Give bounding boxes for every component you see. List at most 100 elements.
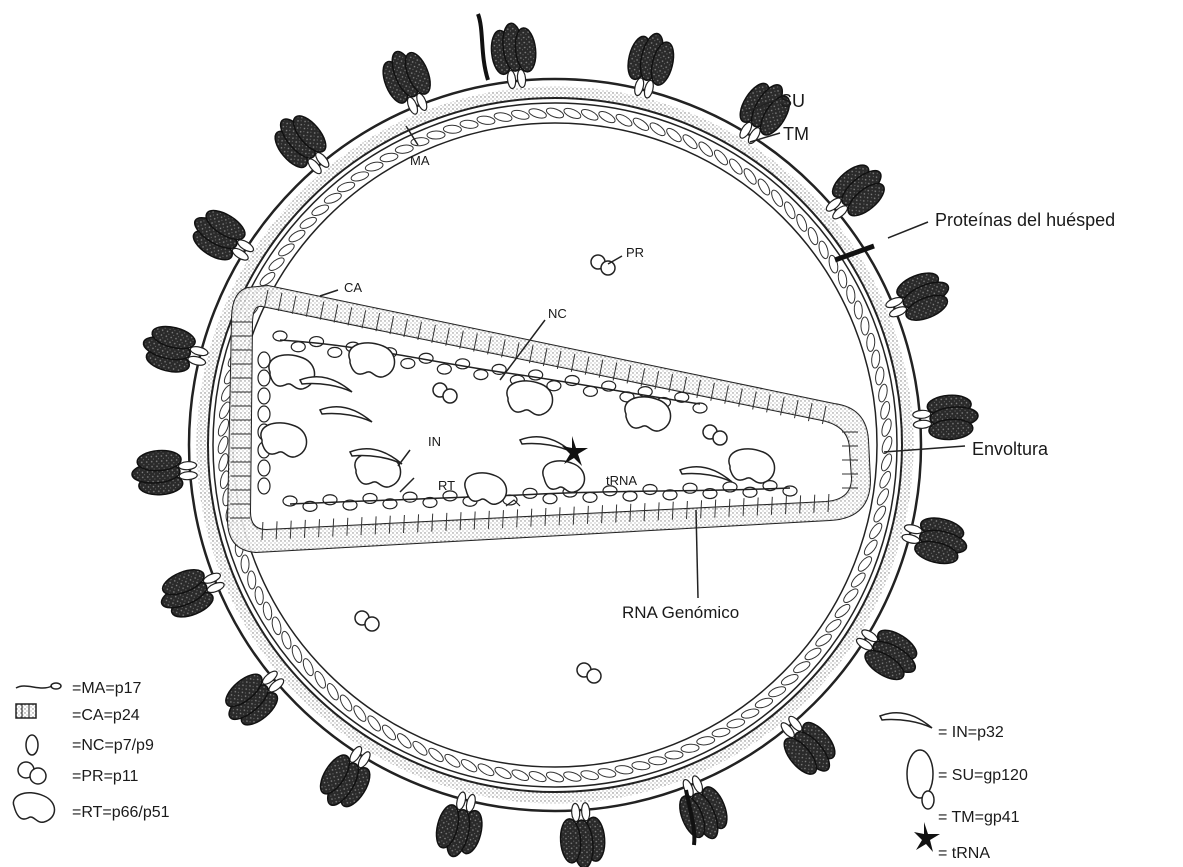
matrix-protein [681,744,700,753]
matrix-protein [350,170,370,183]
envelope-spike [621,28,679,102]
matrix-protein [767,685,787,699]
matrix-protein [216,418,230,438]
legend-text-ca: =CA=p24 [72,707,140,724]
matrix-protein [879,453,893,473]
matrix-protein [756,177,772,197]
reverse-transcriptase-icon [13,793,54,823]
label-trna: tRNA [606,473,637,488]
matrix-protein [545,770,565,784]
legend-text-ma: =MA=p17 [72,680,141,697]
label-genomic-rna: RNA Genómico [622,603,739,622]
matrix-protein [267,256,286,273]
matrix-protein [867,521,884,540]
matrix-protein [298,215,318,231]
matrix-protein [443,125,461,134]
matrix-protein [875,487,891,507]
matrix-protein [271,616,283,635]
capsid-protein-icon [16,704,36,718]
matrix-protein [615,765,634,775]
matrix-protein [878,470,893,490]
matrix-protein [871,350,881,369]
matrix-protein [806,226,819,246]
matrix-protein-icon [16,683,61,689]
matrix-protein [814,632,833,649]
matrix-protein [880,418,893,438]
label-ma: MA [410,153,430,168]
matrix-protein [877,383,888,402]
matrix-protein [837,269,848,288]
matrix-protein [580,769,599,781]
matrix-protein [754,696,774,709]
matrix-protein [338,693,354,713]
legend-text-su: = SU=gp120 [938,767,1028,784]
integrase-icon [880,713,932,728]
matrix-protein [665,126,684,144]
label-rt: RT [438,478,455,493]
matrix-protein [254,586,264,605]
matrix-protein [681,133,700,151]
matrix-protein [241,555,249,573]
legend-right: = IN=p32 = SU=gp120 = TM=gp41 = tRNA [880,713,1028,862]
legend-text-rt: =RT=p66/p51 [72,804,170,821]
matrix-protein [290,644,303,664]
matrix-protein [427,746,446,764]
matrix-protein [833,602,852,620]
matrix-protein [711,727,730,738]
matrix-protein [648,121,667,138]
matrix-protein [365,161,384,173]
matrix-protein [856,555,874,574]
matrix-protein [866,333,875,351]
matrix-protein [511,109,530,121]
matrix-protein [849,571,867,590]
legend-text-tm: = TM=gp41 [938,809,1020,826]
label-ca: CA [344,280,362,295]
label-pr: PR [626,245,644,260]
matrix-protein [769,188,785,208]
matrix-protein [665,751,683,759]
legend-text-nc: =NC=p7/p9 [72,737,154,754]
matrix-protein [493,111,512,122]
nucleocapsid-protein-icon [26,735,38,755]
matrix-protein [510,768,530,783]
label-su: SU [780,91,805,111]
protease-icon [18,762,46,784]
matrix-protein [742,167,759,186]
matrix-protein [301,657,315,677]
envelope-spike [431,788,489,862]
matrix-protein [782,200,797,220]
matrix-protein [563,770,583,783]
envelope-spike [138,321,212,379]
label-host-proteins: Proteínas del huésped [935,210,1115,230]
matrix-protein [875,367,885,386]
matrix-protein [862,538,879,557]
matrix-protein [726,718,745,730]
label-in: IN [428,434,441,449]
label-envelope: Envoltura [972,439,1049,459]
trna-icon [914,822,940,852]
matrix-protein [336,180,356,193]
matrix-protein [427,131,445,139]
matrix-protein [476,762,496,778]
matrix-protein [648,756,666,765]
matrix-protein [795,213,809,233]
matrix-protein [313,670,328,690]
capsid-core [228,286,870,552]
matrix-protein [842,587,861,605]
matrix-protein [352,704,369,723]
envelope-spike [898,511,972,569]
matrix-protein [460,120,479,130]
matrix-protein [614,112,634,128]
label-tm: TM [783,124,809,144]
transmembrane-glycoprotein-icon [922,791,934,809]
matrix-protein [879,401,891,420]
matrix-protein [712,148,730,167]
matrix-protein [411,739,430,757]
matrix-protein [780,672,800,687]
matrix-protein [217,453,230,473]
matrix-protein [563,106,583,120]
matrix-protein [262,601,273,620]
matrix-protein [325,682,341,702]
matrix-protein [697,140,715,159]
